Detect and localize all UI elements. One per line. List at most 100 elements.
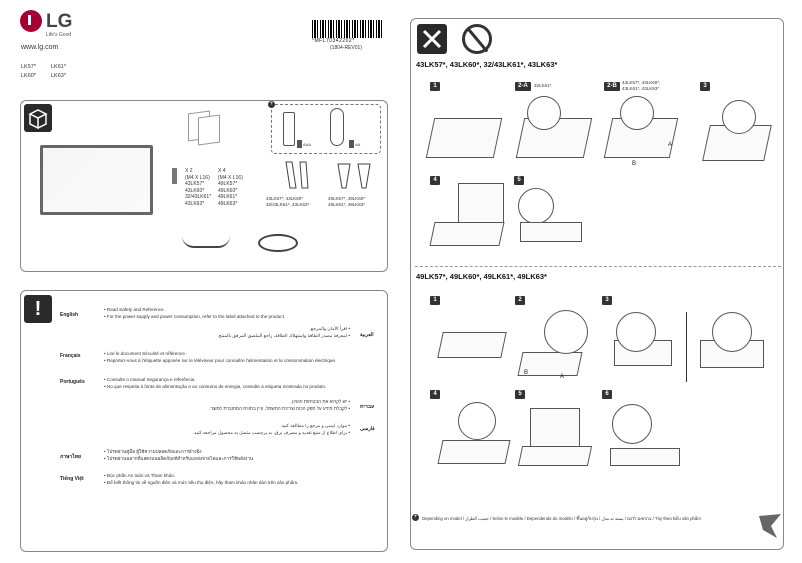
step2b-zoom (620, 96, 654, 130)
step-badge: 1 (430, 296, 440, 305)
fold-arrow-icon (759, 514, 781, 538)
stand-icon (337, 163, 371, 189)
text-arabic: • اقرأ الأمان والمرجع. • لمعرفة مصدر الط… (150, 325, 350, 339)
text-english: • Read Safety and Reference. • For the p… (104, 306, 384, 320)
screw-icon (172, 168, 177, 184)
screw-model: 43LK63* (185, 200, 205, 207)
no-screwdriver-icon (462, 24, 492, 54)
text-thai: • โปรดอ่านคู่มือ ผู้ใช้ความปลอดภัยและการ… (104, 448, 384, 462)
text-line: • Read Safety and Reference. (104, 307, 165, 312)
box-icon (24, 104, 52, 132)
screw-model: 49LK57* (218, 181, 238, 187)
lang-arabic: العربية (360, 332, 374, 338)
stand-caption-1: 43LK57*, 43LK60* 32/43LK61*, 43LK63* (266, 196, 309, 208)
stand-model: 49LK61*, 49LK63* (328, 202, 366, 207)
s2-step6-zoom (612, 404, 652, 444)
s2-step5-illustration (517, 446, 593, 466)
text-line: • Consulte o manual Segurança e referênc… (104, 377, 196, 382)
plus-icon: + (268, 101, 275, 108)
s2-step1-illustration (437, 332, 507, 358)
step1-illustration (425, 118, 503, 158)
battery-label: AA (355, 142, 361, 147)
step2a-zoom (527, 96, 561, 130)
lang-farsi: فارسی (360, 426, 375, 432)
model-list-col2: LK61* LK63* (51, 63, 66, 81)
stand-model: 43LK57*, 43LK60* (266, 196, 304, 201)
text-line: • For the power supply and power consump… (104, 314, 286, 319)
cable-holder-icon (182, 236, 230, 248)
lang-english: English (60, 312, 79, 318)
exclamation-icon: ! (24, 295, 52, 323)
stand-icon (285, 161, 309, 189)
step5-illustration (520, 222, 582, 242)
step-note: 32LK61* (534, 83, 552, 88)
brand-tagline: Life's Good (46, 32, 72, 38)
model-item: LK61* (51, 64, 66, 70)
text-line: • موارد ایمنی و مرجع را مطالعه کنید. (280, 423, 350, 428)
lang-vietnamese: Tiếng Việt (60, 476, 84, 482)
warnings-box (20, 290, 388, 552)
screw-model: 43LK57* (185, 181, 205, 187)
text-line: • Đọc phần An toàn và Tham khảo. (104, 473, 175, 478)
note-line: 43LK57*, 43LK60*, (622, 80, 661, 85)
text-line: • לקבלת מידע על ספק הכוח וצריכת החשמל, ע… (209, 406, 350, 411)
section2-title: 49LK57*, 49LK60*, 49LK61*, 49LK63* (416, 272, 547, 281)
s2-step5-tv (530, 408, 580, 448)
step-divider (686, 312, 687, 382)
step-badge: 2-A (515, 82, 531, 91)
text-line: • Reportez-vous à l'étiquette apposée su… (104, 358, 337, 363)
screw-model: 49LK60* (218, 187, 238, 194)
text-line: • יש לקרוא את הבטיחות והעיון. (290, 399, 350, 404)
step5-zoom (518, 188, 554, 224)
barcode-text: *MFL70342202* (312, 38, 355, 44)
lang-portuguese: Português (60, 379, 85, 385)
screw-spec-2: X 4 (M4 X L16) 49LK57* 49LK60* 49LK61* 4… (218, 168, 243, 207)
contents-box (20, 100, 388, 272)
lg-logo: LG Life's Good (20, 10, 90, 40)
text-line: • Để biết thông tin về nguồn điện và mức… (104, 480, 299, 485)
text-line: • โปรดอ่านฉลากที่แสดงบนผลิตภัณฑ์สำหรับแห… (104, 456, 254, 461)
website: www.lg.com (21, 44, 59, 51)
tv-illustration (40, 145, 153, 215)
lang-french: Français (60, 353, 81, 359)
battery-icon (349, 140, 354, 148)
step4-illustration (429, 222, 505, 246)
step-badge: 3 (602, 296, 612, 305)
step-badge: 3 (700, 82, 710, 91)
magic-remote-icon (330, 108, 344, 146)
text-line: • لمعرفة مصدر الطاقة واستهلاك الطاقة، را… (217, 333, 350, 338)
screw-qty: X 4 (218, 168, 226, 174)
text-line: • برای اطلاع از منبع تغذیه و مصرف برق، ب… (192, 430, 350, 435)
battery-label: AAA (303, 142, 312, 147)
text-line: • No que respeita à fonte de alimentação… (104, 384, 327, 389)
screw-spec-1: X 2 (M4 X L16) 43LK57* 43LK60* 32/43LK61… (185, 168, 211, 207)
lang-hebrew: עברית (360, 404, 375, 410)
text-portuguese: • Consulte o manual Segurança e referênc… (104, 376, 384, 390)
lg-logo-icon (20, 10, 42, 32)
text-line: • اقرأ الأمان والمرجع. (309, 326, 351, 331)
screw-model: 43LK60* (185, 187, 205, 194)
step-badge: 1 (430, 82, 440, 91)
step-badge: 2 (515, 296, 525, 305)
screw-model: 49LK61* (218, 194, 238, 200)
assembly-panel (410, 18, 784, 550)
s2-step3b-zoom (712, 312, 752, 352)
step-badge: 4 (430, 390, 440, 399)
footer-note: Depending on model / حسب الطراز / Selon … (422, 516, 701, 521)
section-divider (415, 266, 781, 267)
letter-b: B (524, 370, 529, 376)
screw-spec: (M4 X L16) (218, 174, 243, 181)
text-french: • Lire le document Sécurité et référence… (104, 350, 384, 364)
screw-spec: (M4 X L16) (185, 174, 210, 181)
document-code: (1804-REV01) (330, 45, 362, 51)
battery-icon (297, 140, 302, 148)
section1-title: 43LK57*, 43LK60*, 32/43LK61*, 43LK63* (416, 60, 558, 69)
brand-name: LG (46, 11, 73, 32)
letter-b: B (632, 161, 637, 167)
s2-step4-illustration (437, 440, 511, 464)
letter-a: A (560, 374, 565, 380)
text-hebrew: • יש לקרוא את הבטיחות והעיון. • לקבלת מי… (150, 398, 350, 412)
s2-step4-zoom (458, 402, 496, 440)
text-vietnamese: • Đọc phần An toàn và Tham khảo. • Để bi… (104, 472, 384, 486)
manual-documents-icon (188, 110, 222, 146)
